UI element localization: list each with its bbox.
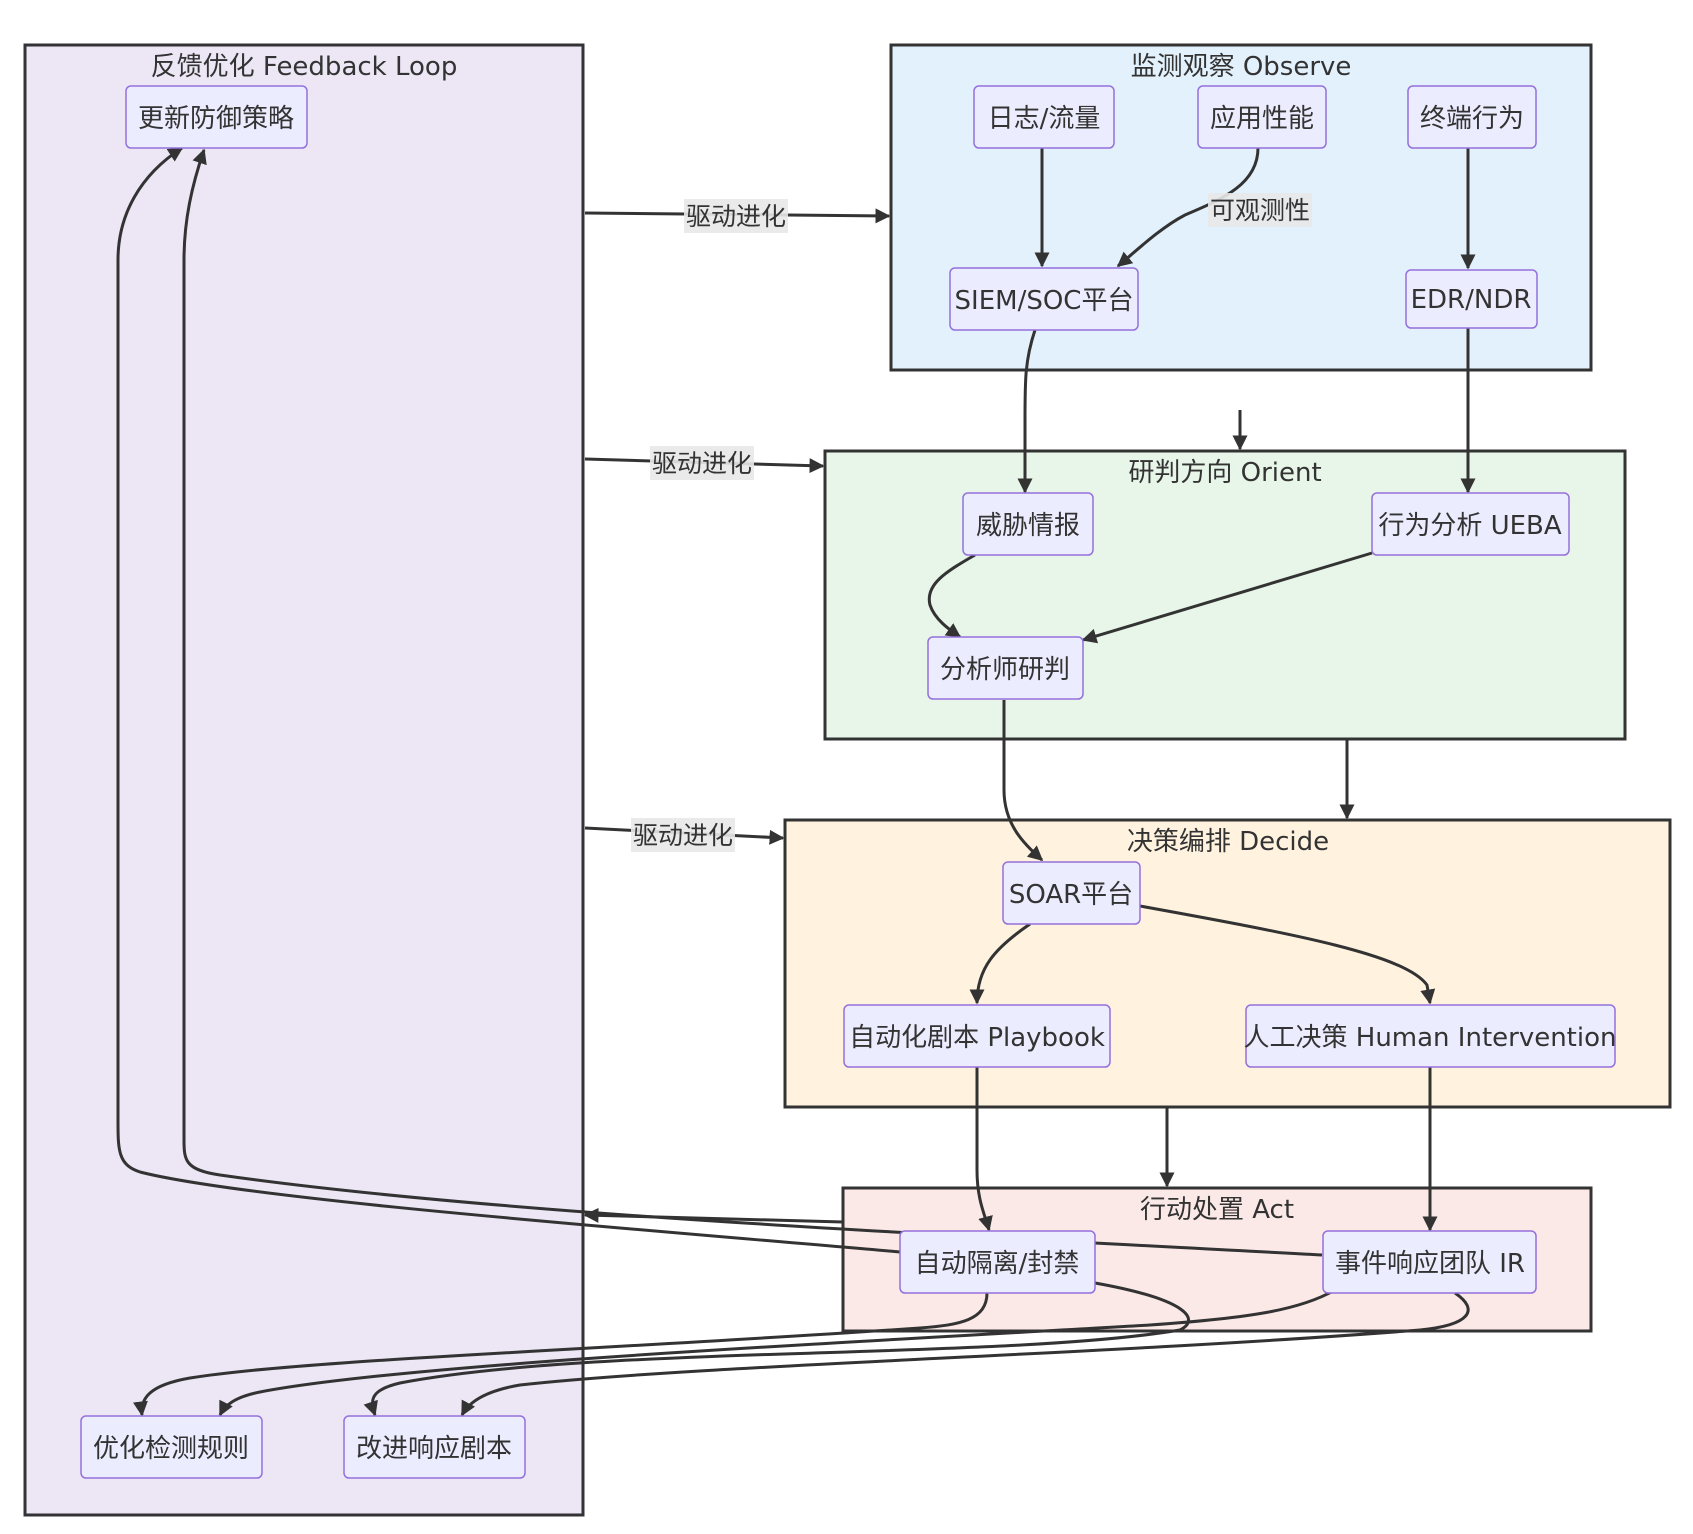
cluster-act-title: 行动处置 Act: [1140, 1195, 1294, 1225]
node-human[interactable]: 人工决策 Human Intervention: [1244, 1004, 1617, 1068]
cluster-observe-title: 监测观察 Observe: [1131, 52, 1352, 82]
node-ueba-box: [1371, 492, 1570, 556]
node-playbook-box: [843, 1004, 1111, 1068]
node-siem-soc-box: [949, 267, 1139, 331]
node-playbook[interactable]: 自动化剧本 Playbook: [843, 1004, 1111, 1068]
cluster-feedback-box: [23, 43, 585, 1517]
node-siem-soc[interactable]: SIEM/SOC平台: [949, 267, 1139, 331]
edge-label-drive-observe-bg: [684, 199, 788, 233]
node-edr-ndr-box: [1405, 269, 1538, 329]
node-ueba-label: 行为分析 UEBA: [1378, 511, 1562, 541]
node-analyst-label: 分析师研判: [940, 655, 1070, 685]
node-human-label: 人工决策 Human Intervention: [1244, 1023, 1617, 1053]
node-edr-ndr[interactable]: EDR/NDR: [1405, 269, 1538, 329]
edge-label-observability: 可观测性: [1208, 193, 1312, 227]
node-soar-box: [1002, 861, 1141, 925]
node-optimize-rules[interactable]: 优化检测规则: [80, 1415, 263, 1479]
node-analyst-box: [927, 636, 1084, 700]
node-endpoint-behavior[interactable]: 终端行为: [1407, 85, 1537, 149]
edge-playbook-to-isolate: [975, 1067, 993, 1232]
edge-siem-to-threatintel: [1017, 329, 1037, 494]
node-endpoint-behavior-label: 终端行为: [1420, 104, 1524, 134]
edge-isolate-to-update-policy: [116, 146, 901, 1254]
edge-act-to-feedback: [583, 1207, 844, 1224]
cluster-orient-title: 研判方向 Orient: [1128, 458, 1321, 488]
node-soar[interactable]: SOAR平台: [1002, 861, 1141, 925]
node-auto-isolate-label: 自动隔离/封禁: [915, 1249, 1080, 1279]
edge-label-observability-bg: [1208, 193, 1312, 227]
cluster-feedback-title: 反馈优化 Feedback Loop: [151, 52, 458, 82]
edge-soar-to-human: [1139, 904, 1436, 1005]
node-ir-team-box: [1322, 1230, 1537, 1294]
edge-label-observability-text: 可观测性: [1210, 196, 1310, 225]
edges: [116, 146, 1476, 1417]
edge-label-drive-orient: 驱动进化: [650, 446, 754, 480]
node-auto-isolate-box: [899, 1230, 1096, 1294]
node-threat-intel[interactable]: 威胁情报: [962, 492, 1094, 556]
edge-isolate-to-optimize-rules: [132, 1292, 989, 1417]
node-endpoint-behavior-box: [1407, 85, 1537, 149]
node-logs-traffic[interactable]: 日志/流量: [973, 85, 1115, 149]
node-edr-ndr-label: EDR/NDR: [1411, 285, 1532, 315]
node-threat-intel-label: 威胁情报: [976, 511, 1080, 541]
edge-label-drive-orient-text: 驱动进化: [652, 449, 752, 478]
cluster-feedback-loop: 反馈优化 Feedback Loop: [23, 43, 585, 1517]
edge-soar-to-playbook: [969, 922, 1031, 1005]
edge-label-drive-decide-text: 驱动进化: [633, 821, 733, 850]
node-app-perf[interactable]: 应用性能: [1197, 85, 1327, 149]
node-improve-playbook-box: [343, 1415, 526, 1479]
node-threat-intel-box: [962, 492, 1094, 556]
node-logs-traffic-label: 日志/流量: [988, 104, 1101, 134]
node-soar-label: SOAR平台: [1009, 880, 1133, 910]
node-siem-soc-label: SIEM/SOC平台: [955, 286, 1134, 316]
node-improve-playbook[interactable]: 改进响应剧本: [343, 1415, 526, 1479]
edge-label-drive-observe: 驱动进化: [684, 199, 788, 233]
edge-analyst-to-soar: [1002, 700, 1044, 862]
edge-label-drive-decide: 驱动进化: [631, 818, 735, 852]
node-ir-team-label: 事件响应团队 IR: [1335, 1249, 1525, 1279]
node-ir-team[interactable]: 事件响应团队 IR: [1322, 1230, 1537, 1294]
node-app-perf-label: 应用性能: [1210, 104, 1314, 134]
node-playbook-label: 自动化剧本 Playbook: [849, 1023, 1105, 1053]
edge-isolate-to-improve-playbook: [363, 1281, 1190, 1417]
node-analyst[interactable]: 分析师研判: [927, 636, 1084, 700]
edge-ir-to-optimize-rules: [218, 1288, 1336, 1417]
node-auto-isolate[interactable]: 自动隔离/封禁: [899, 1230, 1096, 1294]
node-app-perf-box: [1197, 85, 1327, 149]
edge-threatintel-to-analyst: [927, 553, 976, 639]
node-ueba[interactable]: 行为分析 UEBA: [1371, 492, 1570, 556]
cluster-decide-title: 决策编排 Decide: [1127, 827, 1329, 857]
edge-label-drive-observe-text: 驱动进化: [686, 202, 786, 231]
edge-label-drive-decide-bg: [631, 818, 735, 852]
node-update-policy[interactable]: 更新防御策略: [125, 85, 308, 149]
cluster-orient: 研判方向 Orient: [823, 449, 1627, 741]
edge-appperf-to-siem: [1116, 147, 1260, 268]
node-improve-playbook-label: 改进响应剧本: [356, 1434, 512, 1464]
node-update-policy-label: 更新防御策略: [138, 104, 294, 134]
node-update-policy-box: [125, 85, 308, 149]
node-optimize-rules-box: [80, 1415, 263, 1479]
edge-label-drive-orient-bg: [650, 446, 754, 480]
node-human-box: [1245, 1004, 1616, 1068]
edge-ir-to-improve-playbook: [460, 1291, 1470, 1417]
node-optimize-rules-label: 优化检测规则: [93, 1434, 249, 1464]
edge-ueba-to-analyst: [1081, 551, 1373, 644]
node-logs-traffic-box: [973, 85, 1115, 149]
